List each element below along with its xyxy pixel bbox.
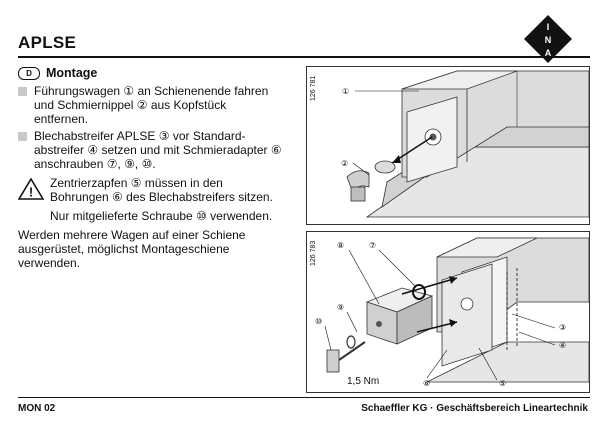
bullet-square-icon: [18, 87, 27, 96]
header-rule: [18, 56, 590, 58]
footer-rule: [18, 397, 590, 398]
torque-label: 1,5 Nm: [347, 376, 379, 387]
warning-text: Zentrierzapfen ⑤ müssen in den Bohrungen…: [50, 176, 273, 204]
callout-4: ④: [559, 341, 566, 350]
figure-bottom-drawing: ⑧ ⑦ ⑨ ⑩ ③ ④ ⑥ ⑤ 1,5 Nm: [315, 237, 589, 388]
figure-top-drawing: ① ②: [341, 70, 589, 218]
callout-2: ②: [341, 159, 348, 168]
logo-letter-n: N: [545, 35, 552, 45]
callout-3: ③: [559, 323, 566, 332]
callout-6: ⑥: [423, 379, 430, 388]
logo-letter-a: A: [545, 48, 552, 58]
section-title: Montage: [46, 66, 98, 80]
callout-5: ⑤: [499, 379, 506, 388]
logo-letter-i: I: [547, 22, 550, 32]
info-paragraph: Werden mehrere Wagen auf einer Schiene a…: [18, 228, 246, 270]
step-item-1: Führungswagen ① an Schienenende fahren u…: [18, 84, 268, 126]
figure-id: 126 783: [310, 240, 317, 266]
step-text: Blechabstreifer APLSE ③ vor Standard- ab…: [34, 129, 282, 171]
language-badge: D: [18, 66, 40, 80]
figure-top: 126 781 ① ②: [306, 66, 590, 225]
svg-text:!: !: [29, 185, 33, 200]
callout-7: ⑦: [369, 241, 376, 250]
callout-8: ⑧: [337, 241, 344, 250]
figure-id: 126 781: [310, 75, 317, 101]
bullet-square-icon: [18, 132, 27, 141]
section-heading: D Montage: [18, 66, 97, 80]
page-title: APLSE: [18, 33, 77, 52]
warning-note: Nur mitgelieferte Schraube ⑩ verwenden.: [50, 209, 273, 223]
warning-block: ! Zentrierzapfen ⑤ müssen in den Bohrung…: [18, 176, 273, 204]
step-text: Führungswagen ① an Schienenende fahren u…: [34, 84, 269, 126]
footer-code: MON 02: [18, 403, 56, 414]
figure-bottom: 126 783: [306, 231, 590, 393]
callout-10: ⑩: [315, 317, 322, 326]
warning-triangle-icon: !: [18, 178, 44, 200]
footer-company: Schaeffler KG · Geschäftsbereich Lineart…: [361, 403, 588, 414]
step-item-2: Blechabstreifer APLSE ③ vor Standard- ab…: [18, 129, 282, 171]
callout-1: ①: [342, 87, 349, 96]
ina-logo: I N A: [524, 15, 572, 63]
callout-9: ⑨: [337, 303, 344, 312]
